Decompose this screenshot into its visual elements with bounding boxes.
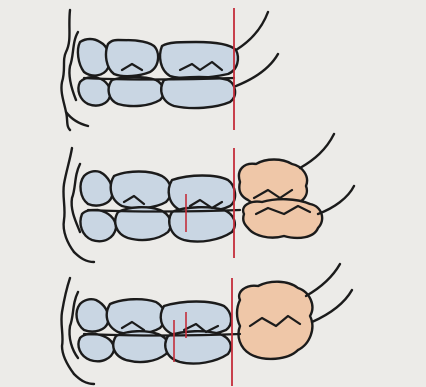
bottom-shifted-molar (237, 282, 312, 359)
top-lower-molar (161, 77, 235, 108)
middle-lower-premolar-1 (80, 210, 116, 241)
top-upper-premolar-1 (78, 39, 110, 75)
top-upper-molar (160, 42, 238, 78)
bottom-upper-premolar-2 (107, 299, 165, 334)
bottom-lower-premolar-1 (78, 334, 114, 361)
bottom-upper-premolar-1 (77, 299, 109, 331)
middle-lower-shifted-molar (243, 199, 322, 238)
top-upper-premolar-2 (106, 40, 158, 76)
top-lower-premolar-1 (78, 77, 110, 105)
top-lower-premolar-2 (109, 77, 164, 106)
